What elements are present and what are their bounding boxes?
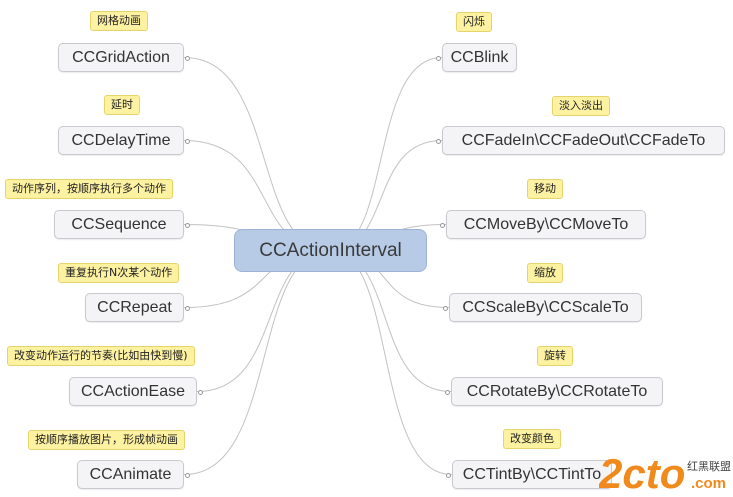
note-rotate: 旋转	[537, 346, 573, 366]
central-topic[interactable]: CCActionInterval	[234, 229, 427, 272]
topic-ccdelaytime[interactable]: CCDelayTime	[58, 126, 184, 155]
branch-collapse-toggle-left-0[interactable]	[185, 55, 190, 61]
note-repeat: 重复执行N次某个动作	[58, 263, 180, 283]
branch-collapse-toggle-left-3[interactable]	[185, 305, 190, 311]
topic-ccscale[interactable]: CCScaleBy\CCScaleTo	[449, 293, 642, 322]
note-delay-time: 延时	[104, 95, 140, 115]
watermark-logo: 2cto 红黑联盟 .com	[599, 450, 731, 495]
watermark-site-cn: 红黑联盟	[687, 460, 731, 473]
connector-left-0	[183, 57, 331, 251]
watermark-logo-text: 2cto	[599, 450, 685, 495]
note-blink: 闪烁	[456, 12, 492, 32]
topic-ccgridaction[interactable]: CCGridAction	[58, 43, 184, 72]
branch-collapse-toggle-right-3[interactable]	[443, 305, 448, 311]
connector-right-5	[330, 250, 453, 475]
note-fade: 淡入淡出	[552, 96, 610, 116]
branch-collapse-toggle-right-0[interactable]	[436, 55, 441, 61]
branch-collapse-toggle-right-4[interactable]	[445, 389, 450, 395]
topic-ccanimate[interactable]: CCAnimate	[77, 460, 184, 489]
note-action-ease: 改变动作运行的节奏(比如由快到慢)	[7, 346, 195, 366]
topic-ccblink[interactable]: CCBlink	[442, 43, 517, 72]
note-tint: 改变颜色	[503, 429, 561, 449]
note-sequence: 动作序列，按顺序执行多个动作	[5, 179, 173, 199]
branch-collapse-toggle-right-2[interactable]	[440, 222, 445, 228]
topic-ccmove[interactable]: CCMoveBy\CCMoveTo	[446, 210, 646, 239]
branch-collapse-toggle-left-5[interactable]	[185, 472, 190, 478]
note-move: 移动	[527, 179, 563, 199]
topic-ccrepeat[interactable]: CCRepeat	[85, 293, 184, 322]
topic-ccsequence[interactable]: CCSequence	[54, 210, 184, 239]
topic-ccfade[interactable]: CCFadeIn\CCFadeOut\CCFadeTo	[442, 126, 725, 155]
topic-ccactionease[interactable]: CCActionEase	[69, 377, 197, 406]
branch-collapse-toggle-right-5[interactable]	[446, 472, 451, 478]
branch-collapse-toggle-right-1[interactable]	[436, 138, 441, 144]
branch-collapse-toggle-left-4[interactable]	[198, 389, 203, 395]
branch-collapse-toggle-left-2[interactable]	[185, 222, 190, 228]
watermark-site-url: .com	[691, 475, 726, 492]
branch-collapse-toggle-left-1[interactable]	[185, 138, 190, 144]
note-scale: 缩放	[527, 263, 563, 283]
note-grid-action: 网格动画	[90, 11, 148, 31]
note-animate: 按顺序播放图片，形成帧动画	[28, 430, 185, 450]
topic-cctint[interactable]: CCTintBy\CCTintTo	[452, 460, 612, 489]
connector-right-0	[330, 57, 443, 251]
topic-ccrotate[interactable]: CCRotateBy\CCRotateTo	[451, 377, 663, 406]
